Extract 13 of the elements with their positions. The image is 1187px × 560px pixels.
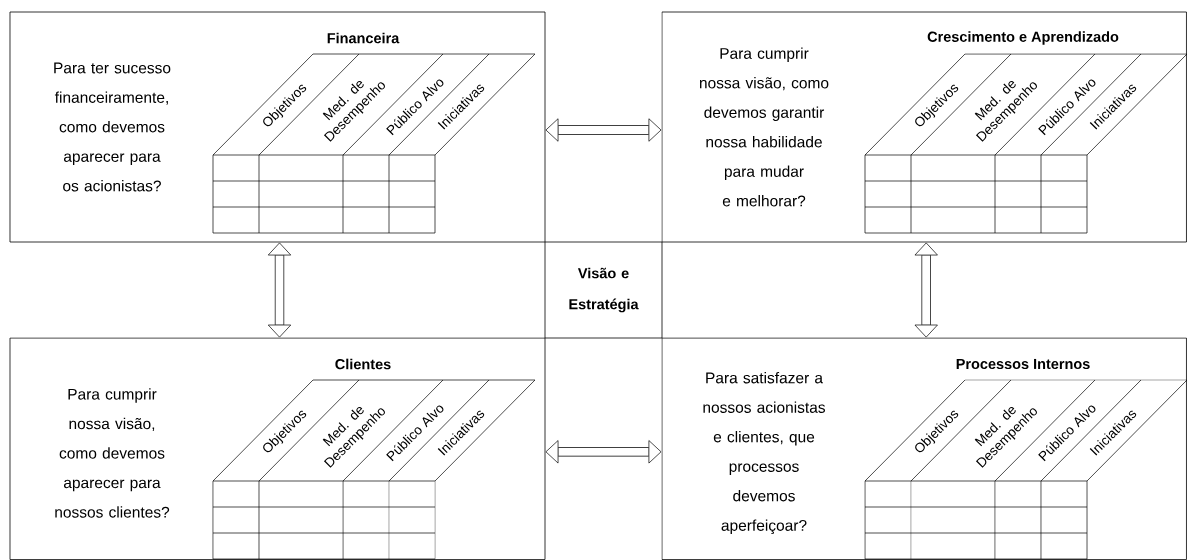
question-text: Para cumprir nossa visão, como devemos aparecer para nossos clientes? [55, 388, 170, 518]
panel-title: Clientes [335, 358, 391, 370]
question-text: Para satisfazer a nossos acionistas e clientes, que processos devemos aperfeiçoar? [703, 372, 825, 534]
double-arrow [545, 440, 662, 464]
double-arrow [914, 242, 938, 338]
panel-title: Crescimento e Aprendizado [927, 31, 1119, 45]
panel-title: Financeira [327, 32, 400, 44]
panel-title: Processos Internos [956, 358, 1090, 370]
center-label: Visão e Estratégia [569, 267, 639, 313]
double-arrow [545, 118, 662, 142]
question-text: Para cumprir nossa visão, como devemos garantir nossa habilidade para mudar e melhorar? [700, 47, 829, 207]
question-text: Para ter sucesso financeiramente, como devemos aparecer para os acionistas? [54, 62, 171, 192]
double-arrow [267, 242, 292, 338]
